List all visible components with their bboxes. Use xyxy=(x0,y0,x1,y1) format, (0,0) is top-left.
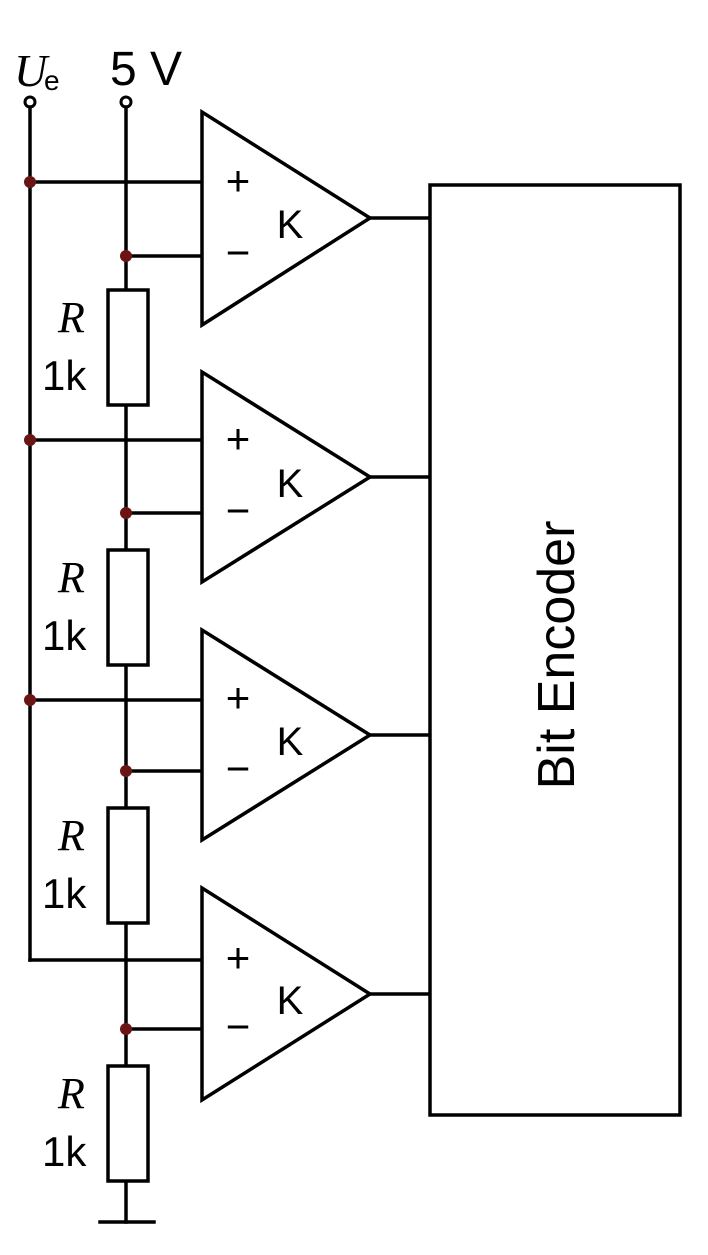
comparator-label: K xyxy=(277,203,304,247)
comparator-label: K xyxy=(277,720,304,764)
resistor-value: 1k xyxy=(42,870,87,917)
comparator: + − K 4 xyxy=(24,108,457,329)
resistor: R 1k xyxy=(42,806,150,925)
input-subscript: e xyxy=(44,65,60,96)
minus-sign: − xyxy=(226,1003,251,1050)
comparator-label: K xyxy=(277,462,304,506)
junction-dot xyxy=(120,1023,132,1035)
resistor: R 1k xyxy=(42,288,150,407)
minus-sign: − xyxy=(226,745,251,792)
minus-sign: − xyxy=(226,487,251,534)
plus-sign: + xyxy=(226,415,251,462)
plus-sign: + xyxy=(226,674,251,721)
input-symbol: U xyxy=(14,45,50,96)
comparator-triangle xyxy=(200,368,374,586)
supply-label: 5 V xyxy=(110,43,182,96)
resistor-symbol: R xyxy=(57,553,85,602)
junction-dot xyxy=(24,176,36,188)
resistor-symbol: R xyxy=(57,811,85,860)
bit-encoder-box xyxy=(428,183,682,1117)
bit-encoder: Bit Encoder xyxy=(428,183,682,1117)
plus-sign: + xyxy=(226,157,251,204)
comparator: + − K 2 xyxy=(24,626,457,844)
resistor: R 1k xyxy=(42,1064,150,1183)
supply-terminal: 5 V xyxy=(110,43,182,109)
comparator: + − K 1 xyxy=(28,884,457,1104)
svg-text:U: U xyxy=(14,45,50,96)
resistor: R 1k xyxy=(42,548,150,667)
bit-encoder-label: Bit Encoder xyxy=(528,521,586,790)
resistor-value: 1k xyxy=(42,612,87,659)
comparator-label: K xyxy=(277,979,304,1023)
junction-dot xyxy=(24,434,36,446)
resistor-symbol: R xyxy=(57,1069,85,1118)
input-terminal: U e xyxy=(14,45,60,109)
resistor-symbol: R xyxy=(57,293,85,342)
resistor-value: 1k xyxy=(42,1128,87,1175)
plus-sign: + xyxy=(226,934,251,981)
minus-sign: − xyxy=(226,229,251,276)
comparator-triangle xyxy=(200,884,374,1104)
junction-dot xyxy=(120,507,132,519)
comparator: + − K 3 xyxy=(24,368,457,586)
junction-dot xyxy=(120,250,132,262)
junction-dot xyxy=(24,694,36,706)
comparator-triangle xyxy=(200,108,374,329)
junction-dot xyxy=(120,765,132,777)
resistor-value: 1k xyxy=(42,352,87,399)
comparator-triangle xyxy=(200,626,374,844)
